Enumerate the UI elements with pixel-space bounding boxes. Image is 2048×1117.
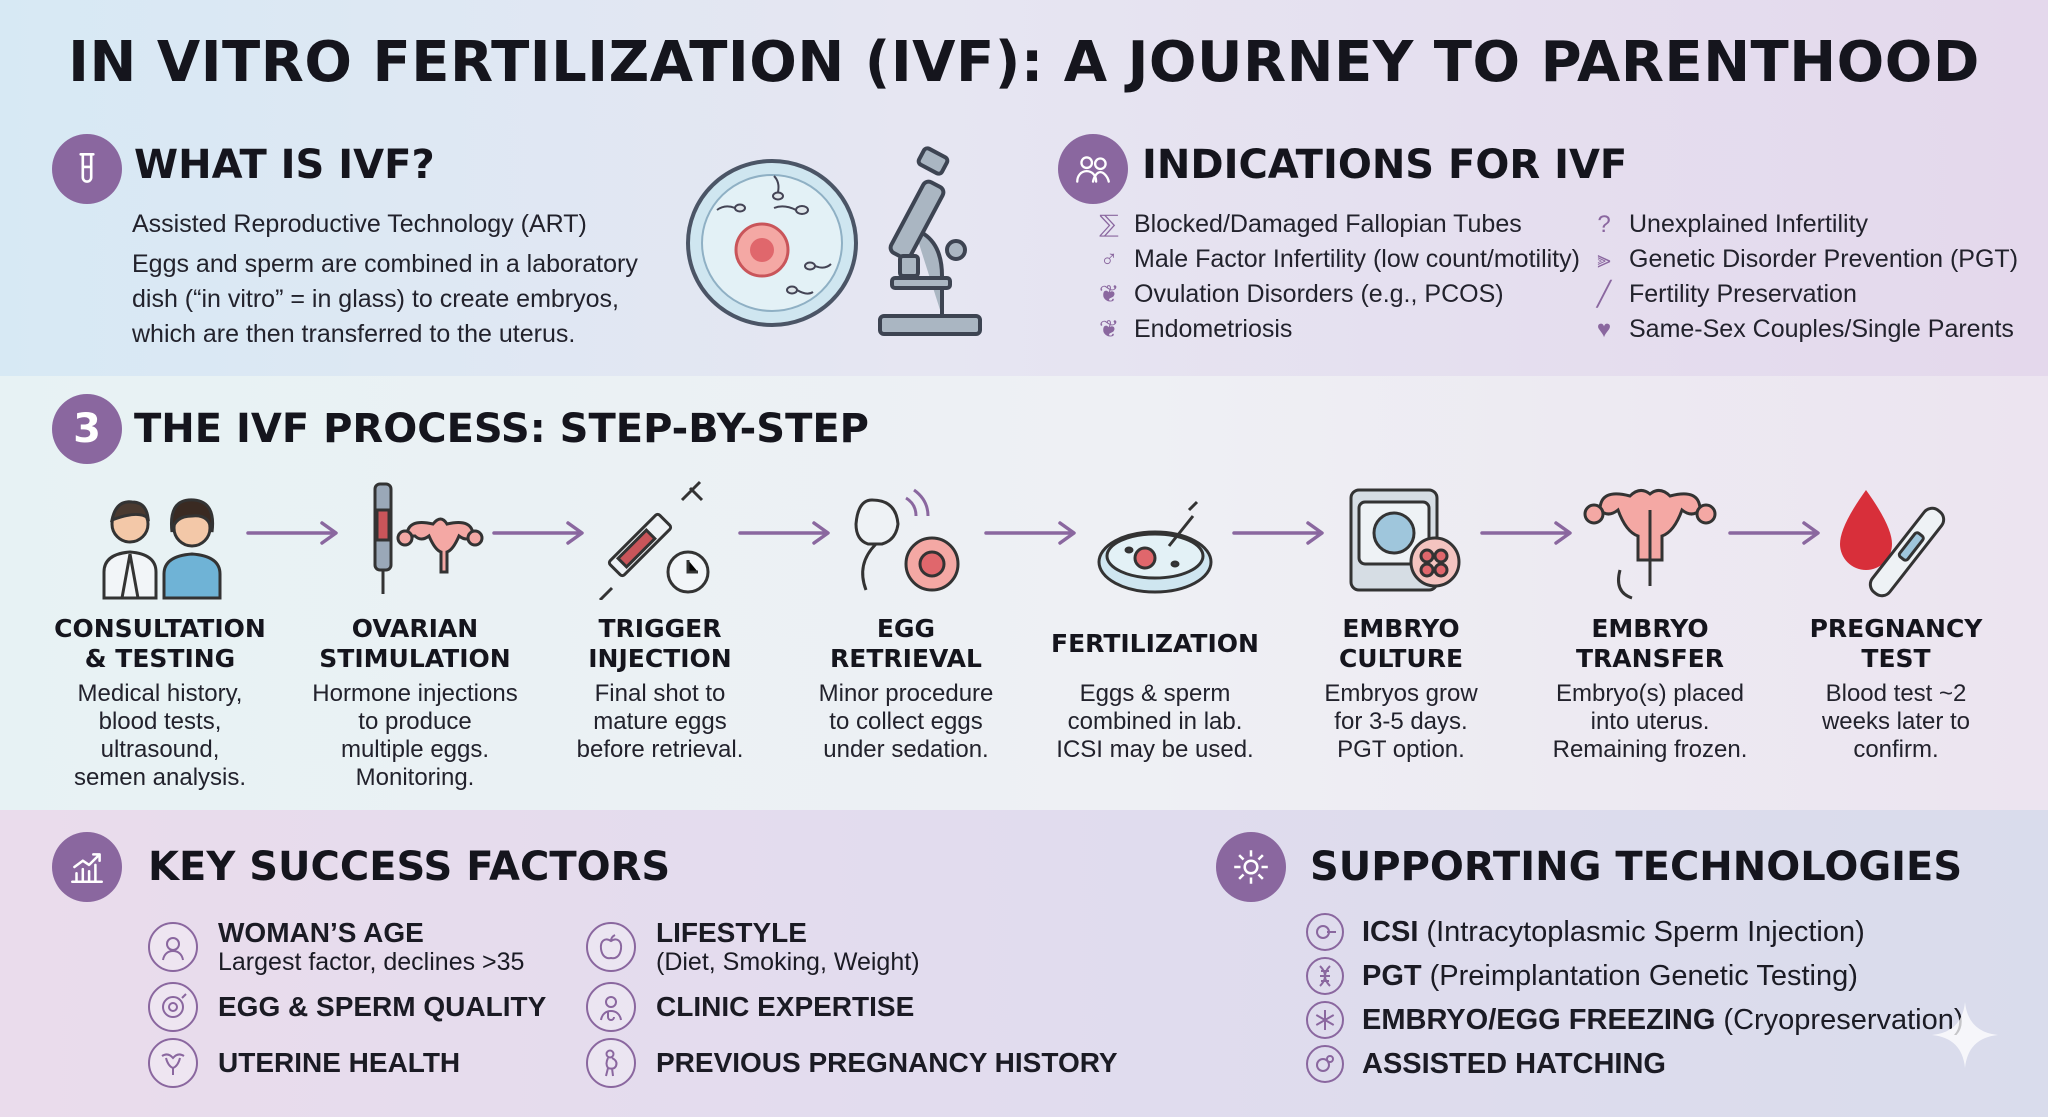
blood-drop-test-icon [1840,490,1946,598]
step-title: TRIGGER INJECTION [588,614,732,673]
step-title: EGG RETRIEVAL [830,614,982,673]
dna-icon [1306,957,1344,995]
list-item: ❦Ovulation Disorders (e.g., PCOS) [1092,277,1580,312]
step-title: EMBRYO CULTURE [1338,614,1464,673]
intro-band [0,0,2048,376]
petri-dish-microscope-illustration [686,146,982,336]
step-description: Eggs & sperm combined in lab. ICSI may b… [1056,680,1254,763]
pen-injector-ovary-icon [373,482,484,594]
step-number-badge: 3 [52,394,122,464]
step-title: PREGNANCY TEST [1809,614,1983,673]
step-ovarian-stimulation: OVARIAN STIMULATION Hormone injections t… [295,470,535,792]
indications-heading: INDICATIONS FOR IVF [1142,142,1628,188]
list-item: ⅀Blocked/Damaged Fallopian Tubes [1092,207,1580,242]
tech-freezing: EMBRYO/EGG FREEZING(Cryopreservation) [1306,1000,1964,1040]
arrow-right-icon [984,521,1076,545]
factor-clinic-expertise: CLINIC EXPERTISE [586,982,914,1032]
syringe-clock-icon [598,480,710,600]
egg-cell-icon [148,982,198,1032]
pregnant-icon [586,1038,636,1088]
process-heading: THE IVF PROCESS: STEP-BY-STEP [134,406,869,452]
fallopian-tube-icon: ⅀ [1099,211,1119,238]
indications-list-right: ?Unexplained Infertility ⫸Genetic Disord… [1587,207,2018,347]
list-item: ╱Fertility Preservation [1587,277,2018,312]
ovary-icon: ❦ [1098,281,1120,308]
petri-dish-icon [1097,500,1213,594]
snowflake-icon [1306,1001,1344,1039]
step-description: Minor procedure to collect eggs under se… [818,680,994,763]
factor-egg-sperm-quality: EGG & SPERM QUALITY [148,982,546,1032]
what-is-ivf-heading: WHAT IS IVF? [134,142,435,188]
step-description: Final shot to mature eggs before retriev… [576,680,744,763]
list-item: ?Unexplained Infertility [1587,207,2018,242]
step-description: Medical history, blood tests, ultrasound… [73,680,247,791]
step-description: Blood test ~2 weeks later to confirm. [1821,680,1971,763]
step-trigger-injection: TRIGGER INJECTION Final shot to mature e… [540,470,780,764]
step-pregnancy-test: PREGNANCY TEST Blood test ~2 weeks later… [1776,470,2016,764]
step-title: CONSULTATION & TESTING [54,614,266,673]
uterus-catheter-icon [1583,489,1717,600]
indications-list-left: ⅀Blocked/Damaged Fallopian Tubes ♂Male F… [1092,207,1580,347]
step-description: Embryo(s) placed into uterus. Remaining … [1552,680,1748,763]
arrow-right-icon [246,521,338,545]
step-egg-retrieval: EGG RETRIEVAL Minor procedure to collect… [786,470,1026,764]
male-symbol-icon: ♂ [1100,245,1118,273]
head-question-icon: ? [1597,210,1611,238]
tech-assisted-hatching: ASSISTED HATCHING [1306,1044,1674,1084]
doctor-icon [586,982,636,1032]
arrow-right-icon [1232,521,1324,545]
step-title: EMBRYO TRANSFER [1576,614,1724,673]
success-factors-heading: KEY SUCCESS FACTORS [148,844,671,890]
step-consultation: CONSULTATION & TESTING Medical history, … [40,470,280,792]
step-description: Hormone injections to produce multiple e… [312,680,518,791]
arrow-right-icon [738,521,830,545]
arrow-right-icon [1728,521,1820,545]
heart-icon: ♥ [1596,315,1612,343]
list-item: ❦Endometriosis [1092,312,1580,347]
list-item: ♂Male Factor Infertility (low count/moti… [1092,242,1580,277]
tech-pgt: PGT(Preimplantation Genetic Testing) [1306,956,1858,996]
gear-icon [1216,832,1286,902]
dna-icon: ⫸ [1597,245,1611,273]
technologies-heading: SUPPORTING TECHNOLOGIES [1310,844,1963,890]
arrow-right-icon [492,521,584,545]
tech-icsi: ICSI(Intracytoplasmic Sperm Injection) [1306,912,1865,952]
hatching-icon [1306,1045,1344,1083]
list-item: ⫸Genetic Disorder Prevention (PGT) [1587,242,2018,277]
step-title: FERTILIZATION [1051,629,1259,658]
ultrasound-egg-icon [854,488,960,592]
list-item: ♥Same-Sex Couples/Single Parents [1587,312,2018,347]
what-is-ivf-subtitle: Assisted Reproductive Technology (ART) [132,210,587,238]
step-embryo-culture: EMBRYO CULTURE Embryos grow for 3-5 days… [1281,470,1521,764]
what-is-ivf-body: Eggs and sperm are combined in a laborat… [132,250,638,348]
factor-uterine-health: UTERINE HEALTH [148,1038,460,1088]
couple-doctor-icon [102,498,222,600]
step-description: Embryos grow for 3-5 days. PGT option. [1324,680,1478,763]
factor-previous-pregnancy: PREVIOUS PREGNANCY HISTORY [586,1038,1118,1088]
syringe-icon: ╱ [1596,281,1612,308]
factors-band [0,810,2048,1117]
growth-chart-icon [52,832,122,902]
arrow-right-icon [1480,521,1572,545]
couple-icon [1058,134,1128,204]
factor-lifestyle: LIFESTYLE(Diet, Smoking, Weight) [586,918,920,976]
test-tube-icon [52,134,122,204]
uterus-icon [148,1038,198,1088]
apple-icon [586,922,636,972]
process-band [0,376,2048,810]
incubator-icon [1349,488,1461,592]
woman-head-icon [148,922,198,972]
step-title: OVARIAN STIMULATION [319,614,511,673]
step-fertilization: FERTILIZATION Eggs & sperm combined in l… [1035,470,1275,764]
step-embryo-transfer: EMBRYO TRANSFER Embryo(s) placed into ut… [1530,470,1770,764]
page-title: IN VITRO FERTILIZATION (IVF): A JOURNEY … [68,30,1980,95]
icsi-icon [1306,913,1344,951]
uterus-icon: ❦ [1098,316,1120,343]
sparkle-icon [1932,1002,1998,1068]
